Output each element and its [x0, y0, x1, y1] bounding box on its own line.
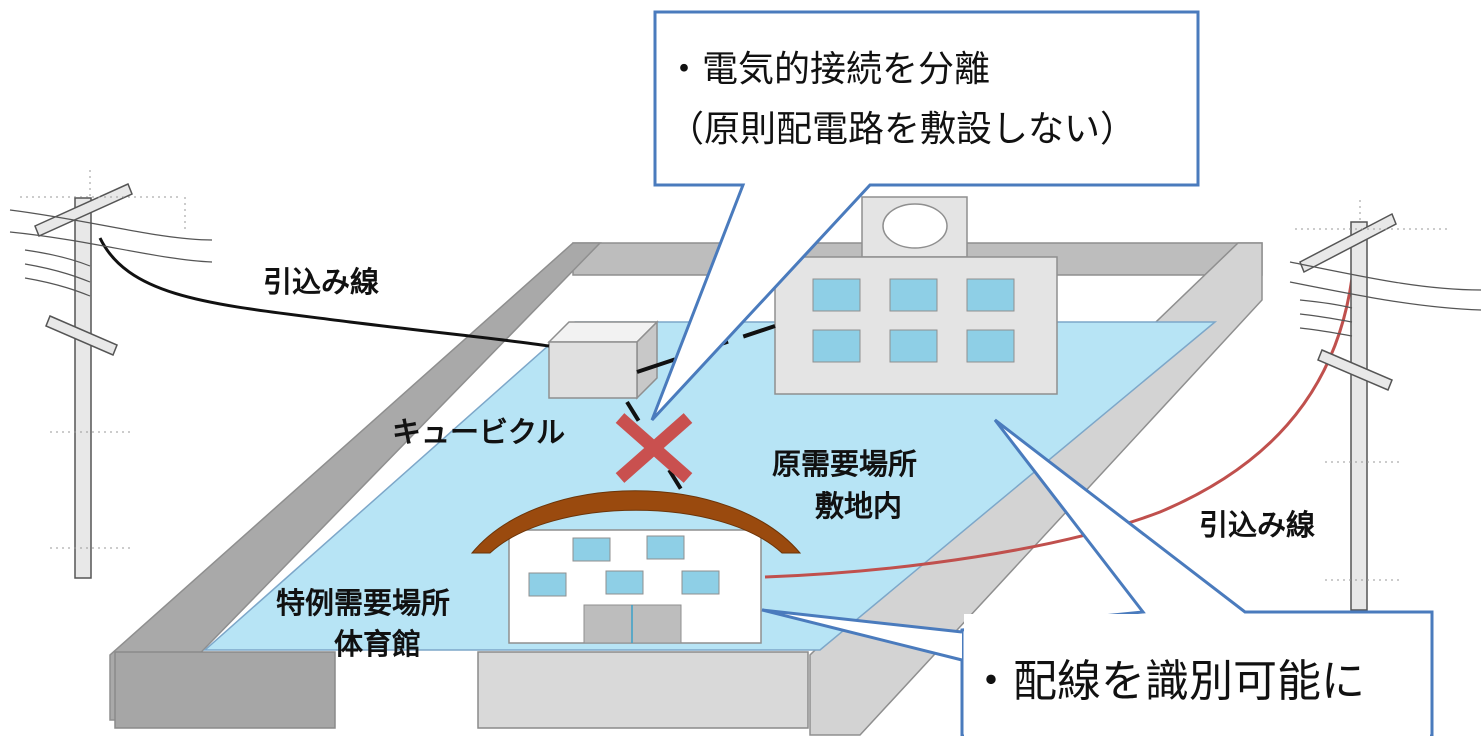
cubicle-unit [547, 320, 659, 400]
gym-windows [528, 535, 720, 597]
service-line-right-label: 引込み線 [1199, 508, 1315, 542]
service-line-right-wire [764, 277, 1354, 579]
window [572, 537, 611, 562]
cubicle-label: キュービクル [392, 415, 565, 449]
building-windows [812, 278, 1015, 363]
window [528, 572, 567, 597]
callout-bottom-line1: ・配線を識別可能に [969, 656, 1365, 707]
service-line-left-wire [98, 237, 550, 348]
window [646, 535, 685, 560]
building-body [774, 256, 1058, 395]
window [889, 278, 938, 312]
main-building [774, 196, 1058, 395]
callout-top-shape [650, 10, 1200, 422]
special-premises-label-line2: 体育館 [334, 627, 421, 661]
original-premises-label-line1: 原需要場所 [772, 447, 917, 481]
front-wall-left [114, 651, 336, 729]
callout-top: ・電気的接続を分離 （原則配電路を敷設しない） [650, 10, 1200, 422]
callout-bottom: ・配線を識別可能に [761, 418, 1434, 736]
callout-top-line2: （原則配電路を敷設しない） [668, 109, 1136, 150]
utility-pole-right-icon [1289, 200, 1481, 611]
special-premises-label-line1: 特例需要場所 [276, 586, 450, 620]
utility-pole-left-icon [9, 170, 213, 579]
window [812, 329, 861, 363]
front-wall-right [477, 651, 809, 729]
window [966, 278, 1015, 312]
original-premises-label-line2: 敷地内 [815, 489, 902, 523]
site-enclosure [109, 242, 1263, 736]
gym-roof [470, 490, 802, 554]
window [966, 329, 1015, 363]
building-clock [882, 203, 948, 249]
disconnect-cross-icon [615, 413, 693, 483]
callout-top-line1: ・電気的接続を分離 [666, 49, 990, 90]
window [812, 278, 861, 312]
gymnasium-building [470, 490, 802, 644]
window [889, 329, 938, 363]
window [681, 570, 720, 595]
window [605, 570, 644, 595]
service-line-left-label: 引込み線 [263, 265, 379, 299]
callout-bottom-pointer [761, 608, 963, 662]
